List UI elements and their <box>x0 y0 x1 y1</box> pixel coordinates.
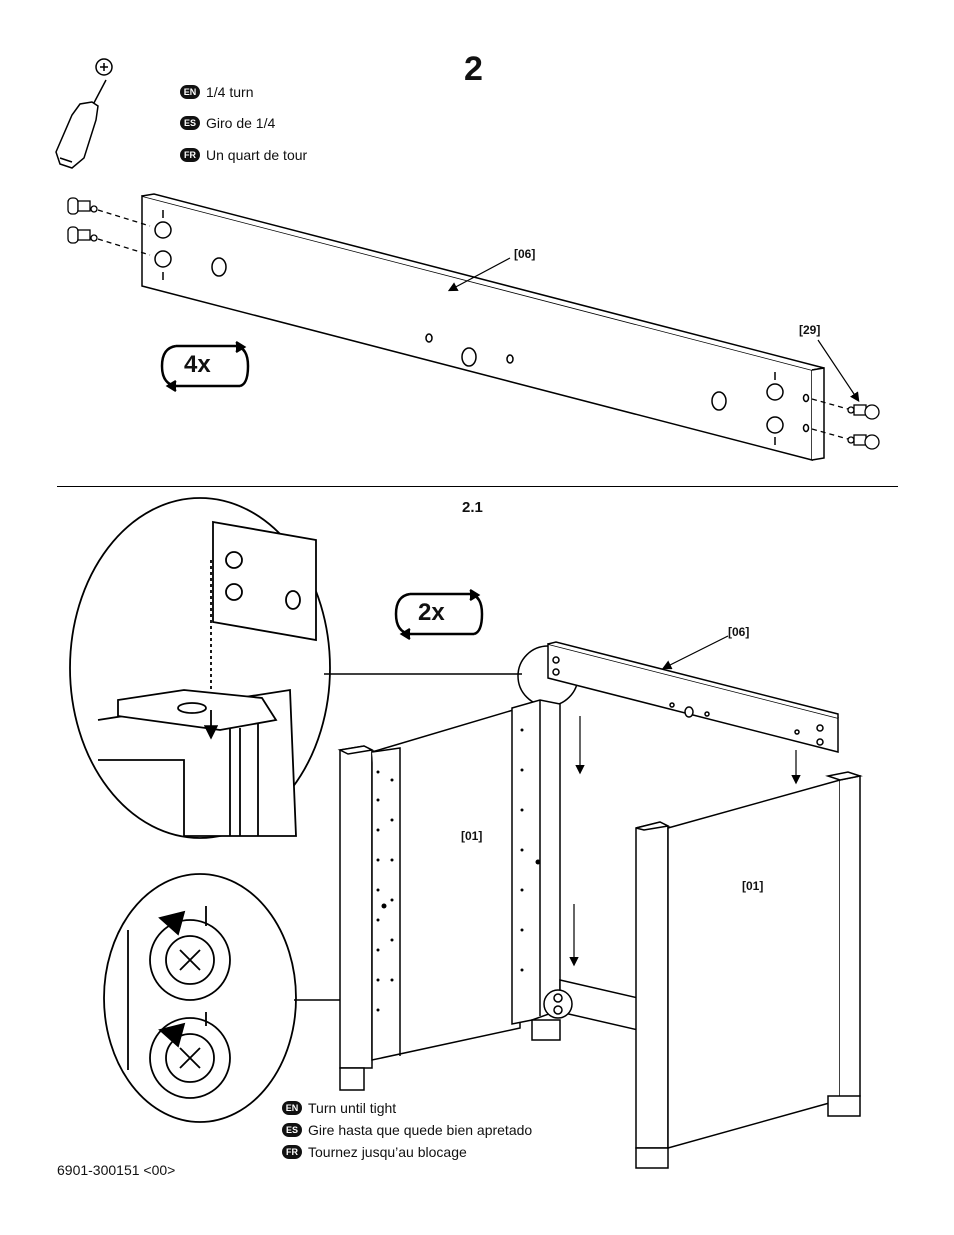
step-number: 2 <box>464 50 483 88</box>
lang-badge: FR <box>180 148 200 162</box>
repeat-arrow-icon <box>160 340 250 393</box>
part-label-06-assembly: [06] <box>728 625 750 639</box>
instruction-top-en: EN 1/4 turn <box>180 84 253 100</box>
instruction-bottom-es: ES Gire hasta que quede bien apretado <box>282 1122 532 1138</box>
instruction-text: 1/4 turn <box>206 84 254 100</box>
cam-lock-detail <box>103 873 297 1123</box>
lang-badge: ES <box>282 1123 302 1137</box>
part-label-01-right: [01] <box>742 879 764 893</box>
rail-06-assembly <box>547 641 839 753</box>
repeat-count-top: 4x <box>184 351 211 378</box>
panel-01-right <box>635 771 863 1169</box>
document-code: 6901-300151 <00> <box>57 1162 176 1178</box>
cam-bolt-icon <box>67 197 151 256</box>
section-divider <box>57 486 898 487</box>
lang-badge: EN <box>180 85 200 99</box>
part-label-01-left: [01] <box>461 829 483 843</box>
repeat-arrow-icon <box>394 588 484 641</box>
lang-badge: EN <box>282 1101 302 1115</box>
part-label-29: [29] <box>799 323 821 337</box>
cam-bolt-icon <box>811 398 880 450</box>
part-label-06-top: [06] <box>514 247 536 261</box>
screwdriver-icon <box>55 58 113 169</box>
instruction-top-es: ES Giro de 1/4 <box>180 115 275 131</box>
repeat-count-bottom: 2x <box>418 599 445 626</box>
instruction-text: Turn until tight <box>308 1100 397 1116</box>
substep-number: 2.1 <box>462 499 483 516</box>
instruction-text: Un quart de tour <box>206 147 308 163</box>
instruction-text: Giro de 1/4 <box>206 115 276 131</box>
instruction-top-fr: FR Un quart de tour <box>180 147 307 163</box>
panel-01-left <box>337 699 639 1091</box>
lang-badge: ES <box>180 116 200 130</box>
detail-magnifier <box>69 497 331 839</box>
instruction-bottom-en: EN Turn until tight <box>282 1100 396 1116</box>
instruction-text: Gire hasta que quede bien apretado <box>308 1122 533 1138</box>
lang-badge: FR <box>282 1145 302 1159</box>
rail-06-top <box>141 193 825 461</box>
panel-holes <box>376 728 541 1012</box>
instruction-bottom-fr: FR Tournez jusqu’au blocage <box>282 1144 467 1160</box>
instruction-text: Tournez jusqu’au blocage <box>308 1144 467 1160</box>
